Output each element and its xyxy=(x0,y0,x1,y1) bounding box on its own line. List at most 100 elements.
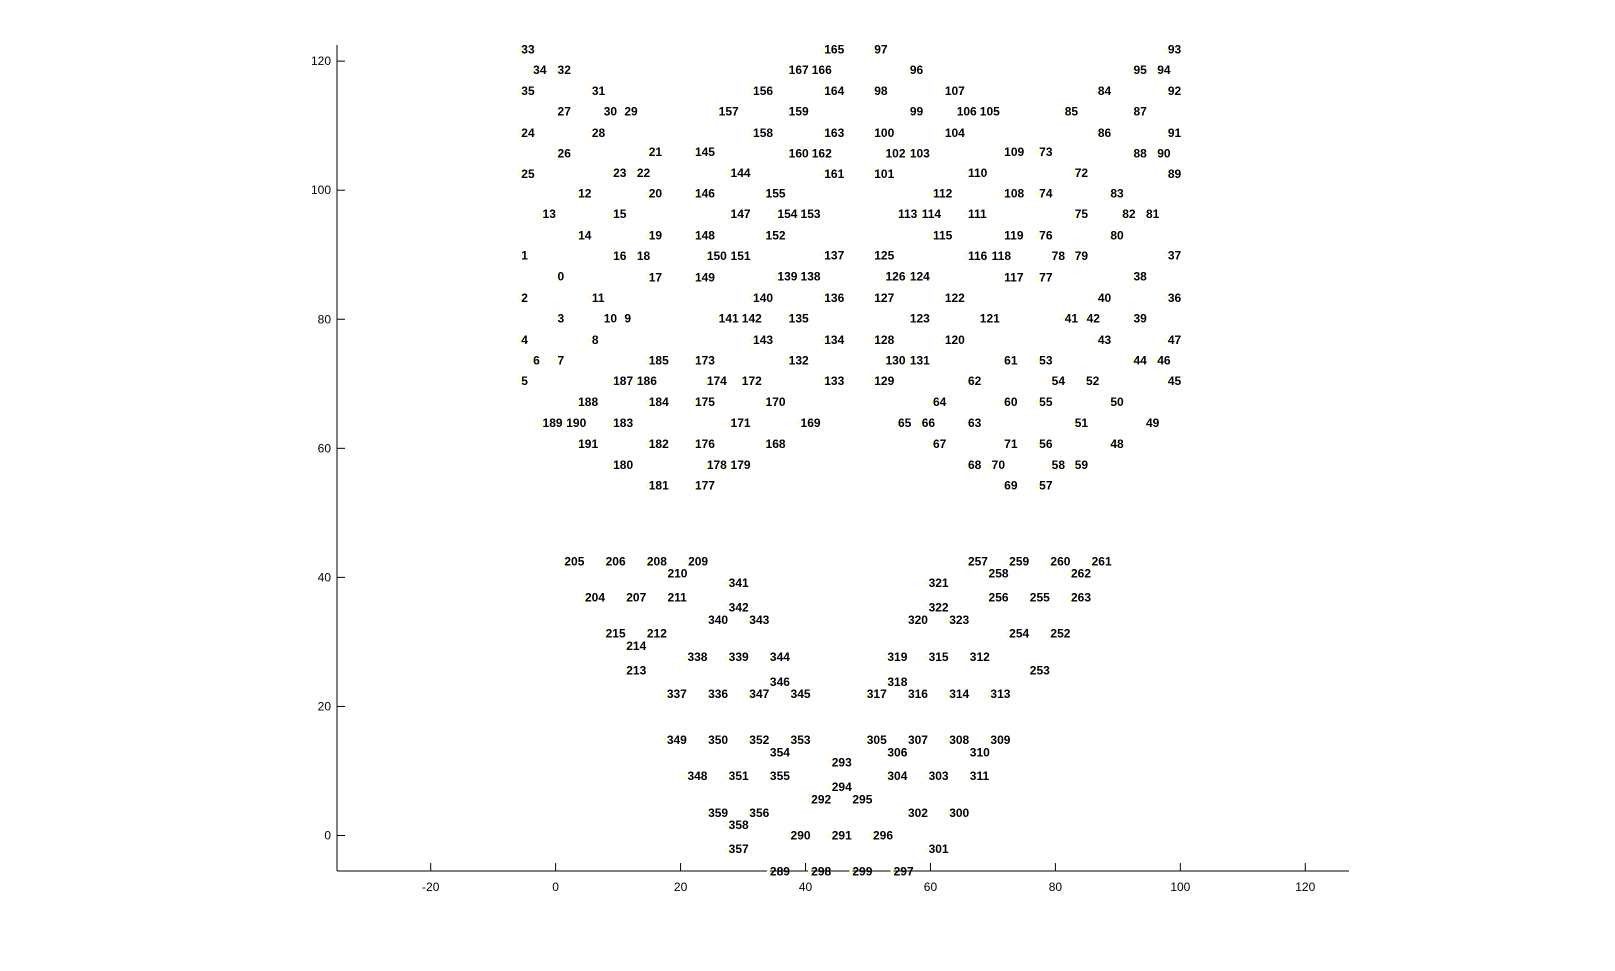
point-label: 204 xyxy=(585,590,605,604)
point-label: 263 xyxy=(1071,590,1091,604)
point-label: 108 xyxy=(1004,186,1024,200)
point-label: 323 xyxy=(949,613,969,627)
point-label: 346 xyxy=(770,675,790,689)
point-label: 154 xyxy=(777,207,797,221)
point-marker xyxy=(929,191,933,196)
point-label: 113 xyxy=(898,207,918,221)
point-marker xyxy=(663,738,667,743)
point-label: 118 xyxy=(992,249,1012,263)
point-label: 133 xyxy=(824,374,844,388)
point-label: 20 xyxy=(649,186,663,200)
point-label: 98 xyxy=(874,84,888,98)
point-label: 348 xyxy=(687,769,707,783)
point-marker xyxy=(871,379,875,384)
point-label: 52 xyxy=(1086,374,1100,388)
point-marker xyxy=(705,617,709,622)
point-label: 289 xyxy=(770,865,790,879)
point-marker xyxy=(882,358,886,363)
point-label: 128 xyxy=(874,333,894,347)
point-label: 64 xyxy=(933,395,947,409)
point-label: 59 xyxy=(1075,458,1089,472)
x-tick-label: 120 xyxy=(1295,880,1315,894)
point-label: 60 xyxy=(1004,395,1018,409)
point-label: 182 xyxy=(649,437,669,451)
point-label: 305 xyxy=(867,733,887,747)
point-marker xyxy=(703,463,707,468)
point-marker xyxy=(610,170,614,175)
point-label: 297 xyxy=(894,865,914,879)
point-label: 300 xyxy=(949,806,969,820)
point-label: 41 xyxy=(1065,312,1079,326)
point-marker xyxy=(518,172,522,177)
point-label: 155 xyxy=(766,186,786,200)
point-marker xyxy=(808,797,812,802)
point-marker xyxy=(941,130,945,135)
point-marker xyxy=(1107,441,1111,446)
point-label: 111 xyxy=(968,207,987,221)
point-label: 115 xyxy=(933,228,953,242)
point-marker xyxy=(821,130,825,135)
point-marker xyxy=(766,774,770,779)
point-label: 351 xyxy=(729,769,749,783)
point-label: 191 xyxy=(578,437,598,451)
point-label: 105 xyxy=(980,104,1000,118)
point-label: 304 xyxy=(887,769,907,783)
point-marker xyxy=(746,692,750,697)
point-marker xyxy=(904,738,908,743)
point-marker xyxy=(1154,151,1158,156)
point-label: 353 xyxy=(791,733,811,747)
point-marker xyxy=(554,274,558,279)
point-marker xyxy=(705,810,709,815)
point-marker xyxy=(1164,130,1168,135)
point-marker xyxy=(785,358,789,363)
point-label: 10 xyxy=(604,312,618,326)
point-label: 119 xyxy=(1004,228,1024,242)
point-label: 6 xyxy=(533,354,540,368)
point-marker xyxy=(976,316,980,321)
point-marker xyxy=(645,233,649,238)
point-label: 320 xyxy=(908,613,928,627)
point-marker xyxy=(645,483,649,488)
point-label: 344 xyxy=(770,650,790,664)
point-marker xyxy=(821,337,825,342)
point-marker xyxy=(738,379,742,384)
point-marker xyxy=(785,68,789,73)
point-marker xyxy=(871,172,875,177)
point-marker xyxy=(1001,191,1005,196)
point-marker xyxy=(1130,151,1134,156)
point-marker xyxy=(882,274,886,279)
point-label: 341 xyxy=(729,576,749,590)
point-marker xyxy=(918,212,922,217)
point-label: 160 xyxy=(789,146,809,160)
point-label: 136 xyxy=(824,291,844,305)
point-label: 84 xyxy=(1098,84,1112,98)
point-label: 48 xyxy=(1110,437,1124,451)
point-marker xyxy=(988,463,992,468)
point-label: 357 xyxy=(729,842,749,856)
point-label: 290 xyxy=(791,829,811,843)
point-label: 158 xyxy=(753,126,773,140)
point-marker xyxy=(906,358,910,363)
point-label: 299 xyxy=(852,865,872,879)
point-label: 296 xyxy=(873,829,893,843)
point-label: 122 xyxy=(945,291,965,305)
x-tick-label: 20 xyxy=(674,880,688,894)
point-label: 184 xyxy=(649,395,669,409)
point-marker xyxy=(684,654,688,659)
point-label: 131 xyxy=(910,354,930,368)
point-marker xyxy=(1142,421,1146,426)
point-label: 134 xyxy=(824,333,844,347)
point-marker xyxy=(691,358,695,363)
point-marker xyxy=(906,68,910,73)
point-marker xyxy=(518,295,522,300)
point-label: 262 xyxy=(1071,567,1091,581)
point-marker xyxy=(884,679,888,684)
point-marker xyxy=(691,275,695,280)
point-marker xyxy=(1026,595,1030,600)
point-marker xyxy=(828,785,832,790)
point-marker xyxy=(863,738,867,743)
point-marker xyxy=(727,254,731,259)
point-label: 209 xyxy=(688,554,708,568)
point-marker xyxy=(691,191,695,196)
